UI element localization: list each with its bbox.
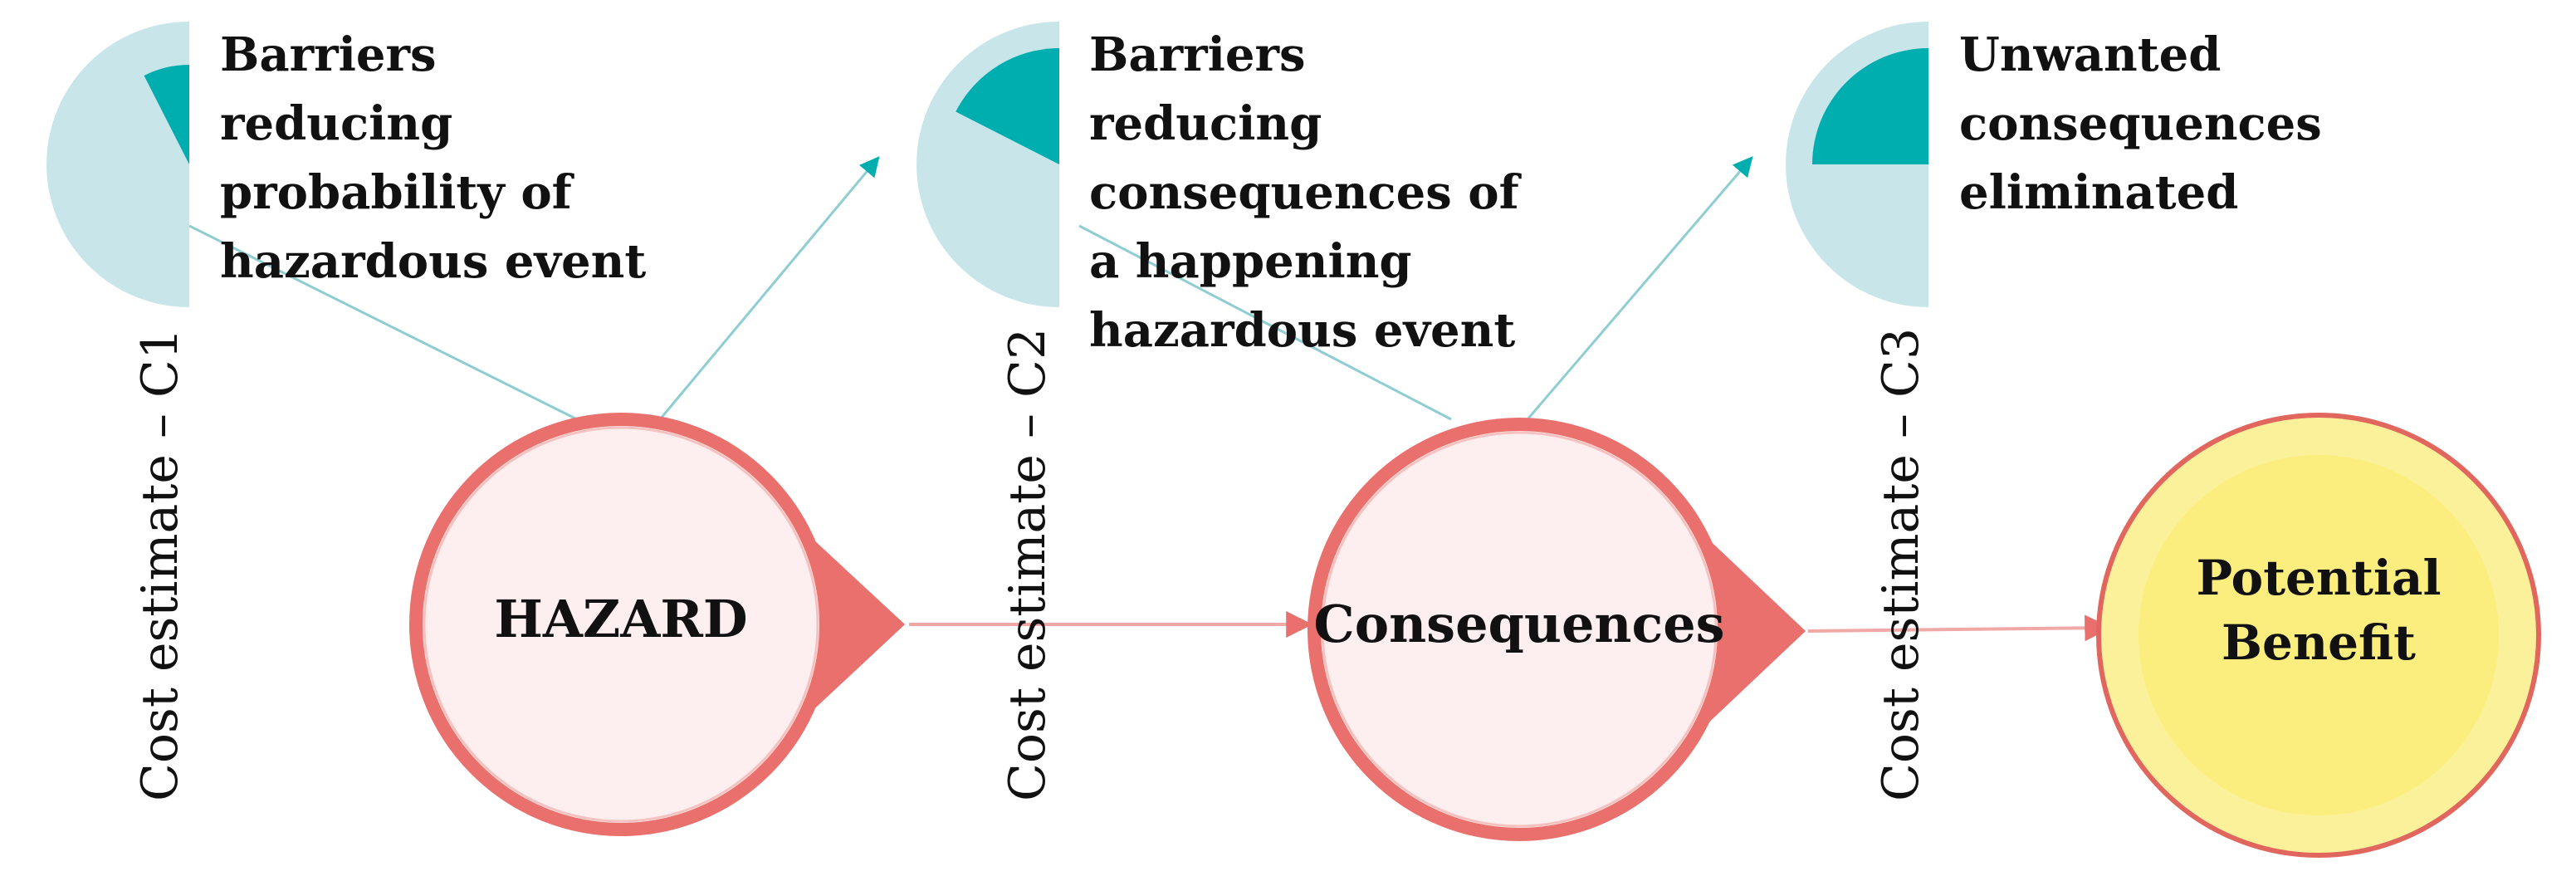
barrier-2-line-1: Barriers	[1089, 27, 1306, 82]
potential-benefit-line-1: Potential	[2196, 550, 2442, 606]
barrier-2-line-4: a happening	[1089, 234, 1412, 289]
barrier-2-line-5: hazardous event	[1089, 303, 1516, 358]
consequences-label: Consequences	[1313, 594, 1725, 654]
gauge-c1-background	[46, 22, 189, 307]
gauge-c3-fill	[1812, 48, 1928, 164]
arrow-consequences-to-benefit	[1807, 614, 2112, 642]
barrier-text-2: Barriers reducing consequences of a happ…	[1089, 21, 1519, 365]
arrow-consequences-to-c3	[1526, 156, 1753, 420]
hazard-node-ring	[409, 413, 833, 836]
benefit-node-inner	[2139, 455, 2499, 815]
connector-c2-to-consequences	[1078, 224, 1452, 421]
gauge-c1-fill	[144, 65, 189, 164]
potential-benefit-line-2: Benefit	[2222, 614, 2416, 671]
gauge-c2-fill	[956, 48, 1059, 164]
consequences-node	[1308, 418, 1806, 841]
barrier-2-line-2: reducing	[1089, 96, 1322, 151]
hazard-label: HAZARD	[494, 589, 748, 649]
consequences-node-inner-ring	[1321, 431, 1718, 828]
barrier-1-line-4: hazardous event	[220, 234, 647, 289]
barrier-1-line-3: probability of	[220, 165, 572, 220]
barrier-text-3: Unwanted consequences eliminated	[1959, 21, 2322, 228]
barrier-3-line-1: Unwanted	[1959, 27, 2222, 82]
potential-benefit-label: Potential Benefit	[2153, 546, 2485, 675]
arrow-hazard-to-c2	[658, 156, 880, 420]
benefit-node	[2096, 413, 2541, 858]
barrier-text-1: Barriers reducing probability of hazardo…	[220, 21, 646, 296]
cost-estimate-c1-label: Cost estimate – C1	[131, 327, 189, 801]
gauge-c1	[46, 22, 189, 307]
barrier-3-line-3: eliminated	[1959, 165, 2239, 220]
hazard-node-inner-ring	[423, 426, 819, 823]
consequences-node-ring	[1308, 418, 1731, 841]
gauge-c2	[917, 22, 1059, 307]
cost-estimate-c3-label: Cost estimate – C3	[1872, 327, 1930, 801]
barrier-2-line-3: consequences of	[1089, 165, 1519, 220]
barrier-3-line-2: consequences	[1959, 96, 2322, 151]
connector-c1-to-hazard	[188, 224, 578, 421]
hazard-node	[409, 413, 905, 836]
barrier-1-line-1: Barriers	[220, 27, 437, 82]
cost-estimate-c2-label: Cost estimate – C2	[999, 327, 1057, 801]
barrier-1-line-2: reducing	[220, 96, 453, 151]
gauge-c3	[1786, 22, 1928, 307]
